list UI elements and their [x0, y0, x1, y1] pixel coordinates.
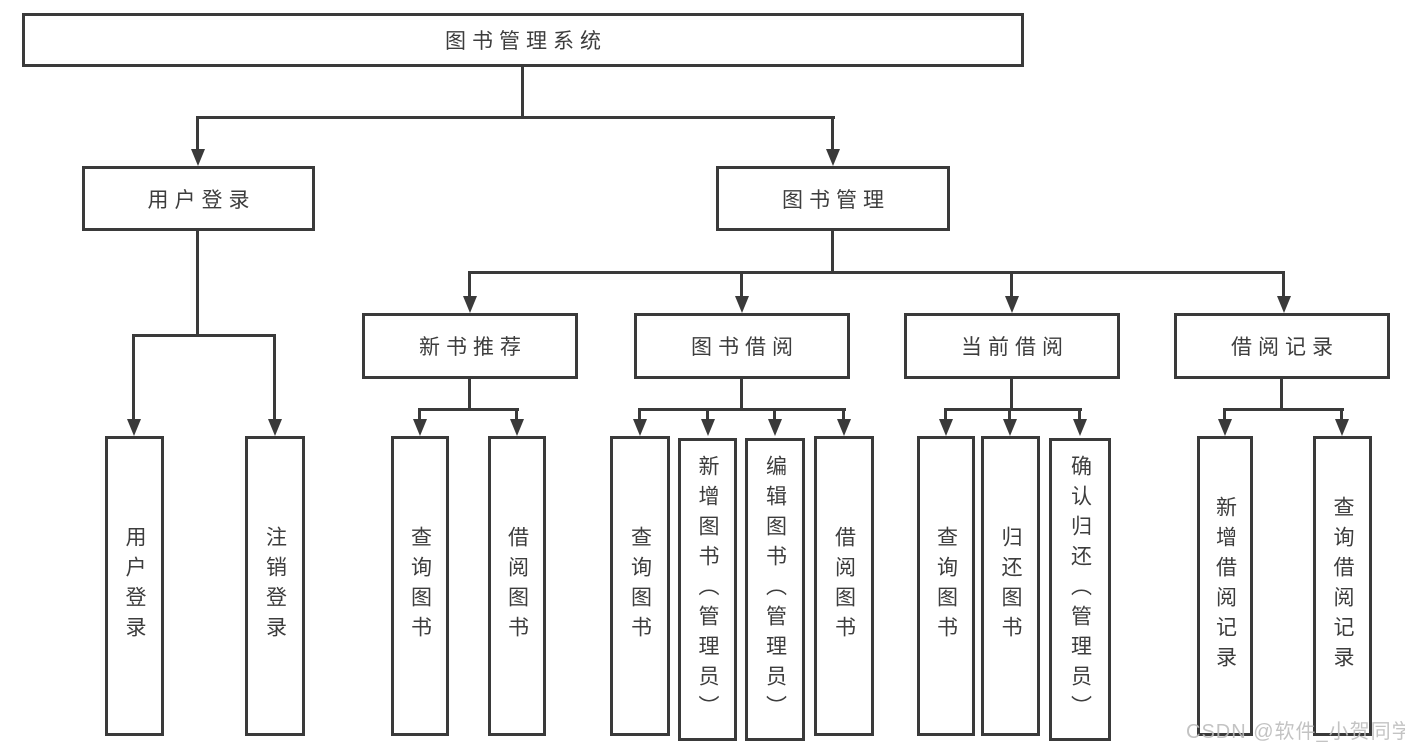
connector-line — [468, 273, 471, 296]
arrowhead-icon — [837, 419, 851, 436]
leaf-borrow-books-borrow: 借阅图书 — [814, 436, 874, 736]
connector-line — [515, 410, 518, 419]
arrowhead-icon — [191, 149, 205, 166]
arrowhead-icon — [1335, 419, 1349, 436]
leaf-logout: 注销登录 — [245, 436, 305, 736]
leaf-confirm-return-admin-label: 确认归还（管理员） — [1068, 454, 1092, 725]
leaf-query-books-current: 查询图书 — [917, 436, 975, 736]
connector-line — [521, 67, 524, 118]
node-new-book-recommend: 新书推荐 — [362, 313, 578, 379]
connector-line — [773, 410, 776, 419]
arrowhead-icon — [826, 149, 840, 166]
leaf-query-books-recommend: 查询图书 — [391, 436, 449, 736]
arrowhead-icon — [463, 296, 477, 313]
leaf-edit-books-admin: 编辑图书（管理员） — [745, 438, 805, 741]
connector-line — [196, 231, 199, 336]
arrowhead-icon — [510, 419, 524, 436]
connector-line — [1280, 379, 1283, 410]
connector-line — [196, 118, 199, 149]
connector-line — [1340, 410, 1343, 419]
leaf-query-books-recommend-label: 查询图书 — [408, 526, 432, 646]
csdn-watermark: CSDN @软件_小贺同学 — [1186, 721, 1405, 743]
connector-line — [831, 118, 834, 149]
connector-line — [831, 231, 834, 273]
node-book-borrow: 图书借阅 — [634, 313, 850, 379]
arrowhead-icon — [633, 419, 647, 436]
leaf-query-borrow-record: 查询借阅记录 — [1313, 436, 1372, 736]
node-root-label: 图书管理系统 — [445, 30, 607, 53]
connector-line — [1010, 379, 1013, 410]
arrowhead-icon — [413, 419, 427, 436]
arrowhead-icon — [1073, 419, 1087, 436]
leaf-confirm-return-admin: 确认归还（管理员） — [1049, 438, 1111, 741]
connector-line — [132, 334, 276, 337]
leaf-borrow-books-recommend-label: 借阅图书 — [505, 526, 529, 646]
node-root: 图书管理系统 — [22, 13, 1024, 67]
connector-line — [706, 410, 709, 419]
arrowhead-icon — [127, 419, 141, 436]
leaf-borrow-books-borrow-label: 借阅图书 — [832, 526, 856, 646]
node-new-book-recommend-label: 新书推荐 — [419, 336, 527, 359]
node-borrow-records-label: 借阅记录 — [1231, 336, 1339, 359]
arrowhead-icon — [1005, 296, 1019, 313]
connector-line — [638, 410, 641, 419]
arrowhead-icon — [1218, 419, 1232, 436]
leaf-add-books-admin: 新增图书（管理员） — [678, 438, 737, 741]
arrowhead-icon — [735, 296, 749, 313]
connector-line — [418, 410, 421, 419]
leaf-return-books: 归还图书 — [981, 436, 1040, 736]
leaf-borrow-books-recommend: 借阅图书 — [488, 436, 546, 736]
connector-line — [1223, 408, 1344, 411]
node-book-borrow-label: 图书借阅 — [691, 336, 799, 359]
leaf-add-books-admin-label: 新增图书（管理员） — [696, 454, 719, 725]
connector-line — [638, 408, 846, 411]
leaf-user-login-label: 用户登录 — [123, 526, 146, 646]
node-borrow-records: 借阅记录 — [1174, 313, 1390, 379]
connector-line — [1282, 273, 1285, 296]
node-book-management-label: 图书管理 — [782, 188, 890, 212]
connector-line — [1223, 410, 1226, 419]
arrowhead-icon — [1003, 419, 1017, 436]
leaf-query-books-borrow-label: 查询图书 — [628, 526, 652, 646]
arrowhead-icon — [939, 419, 953, 436]
leaf-query-books-current-label: 查询图书 — [934, 526, 958, 646]
arrowhead-icon — [768, 419, 782, 436]
node-user-login: 用户登录 — [82, 166, 315, 231]
leaf-add-borrow-record: 新增借阅记录 — [1197, 436, 1253, 736]
leaf-edit-books-admin-label: 编辑图书（管理员） — [763, 454, 787, 725]
connector-line — [1008, 410, 1011, 419]
arrowhead-icon — [268, 419, 282, 436]
arrowhead-icon — [1277, 296, 1291, 313]
connector-line — [1010, 273, 1013, 296]
node-current-borrow: 当前借阅 — [904, 313, 1120, 379]
leaf-query-books-borrow: 查询图书 — [610, 436, 670, 736]
connector-line — [944, 410, 947, 419]
node-current-borrow-label: 当前借阅 — [961, 336, 1069, 359]
connector-line — [132, 336, 135, 419]
leaf-return-books-label: 归还图书 — [999, 526, 1022, 646]
connector-line — [468, 271, 1285, 274]
connector-line — [944, 408, 1082, 411]
connector-line — [196, 116, 835, 119]
connector-line — [1078, 410, 1081, 419]
leaf-query-borrow-record-label: 查询借阅记录 — [1331, 496, 1354, 676]
arrowhead-icon — [701, 419, 715, 436]
connector-line — [468, 379, 471, 410]
connector-line — [418, 408, 519, 411]
node-user-login-label: 用户登录 — [147, 188, 256, 212]
connector-line — [740, 273, 743, 296]
leaf-add-borrow-record-label: 新增借阅记录 — [1213, 496, 1237, 676]
connector-line — [740, 379, 743, 410]
leaf-user-login: 用户登录 — [105, 436, 164, 736]
connector-line — [842, 410, 845, 419]
connector-line — [273, 336, 276, 419]
leaf-logout-label: 注销登录 — [263, 526, 287, 646]
node-book-management: 图书管理 — [716, 166, 950, 231]
